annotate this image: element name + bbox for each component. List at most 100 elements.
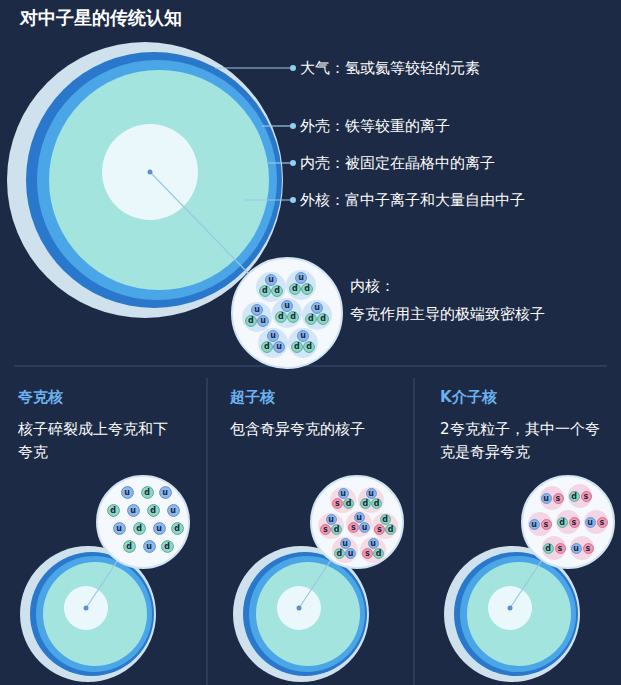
divider-line <box>414 378 415 685</box>
inner-crust-layer <box>36 556 152 672</box>
quark-letter: s <box>555 543 566 554</box>
quark-ball: d <box>343 498 354 509</box>
leader-line <box>510 560 542 608</box>
quark-circle <box>557 517 567 527</box>
quark-ball: d <box>133 522 146 535</box>
quark-letter: d <box>343 498 354 509</box>
quark-circle <box>553 493 563 503</box>
quark-circle <box>541 519 551 529</box>
inner-core-layer <box>102 124 198 220</box>
leader-dot <box>508 606 513 611</box>
quark-circle <box>354 513 364 523</box>
quark-circle <box>298 331 309 342</box>
quark-circle <box>571 543 581 553</box>
quark-letter: s <box>332 498 343 509</box>
quark-ball: s <box>581 491 592 502</box>
quark-ball: d <box>371 498 382 509</box>
quark-ball: s <box>569 517 580 528</box>
quark-ball: u <box>359 522 370 533</box>
quark-letter: d <box>271 285 283 297</box>
quark-circle <box>276 311 287 322</box>
quark-circle <box>113 522 125 534</box>
quark-circle <box>380 515 390 525</box>
quark-circle <box>320 524 330 534</box>
quark-letter: u <box>121 486 134 499</box>
quark-ball: u <box>159 486 172 499</box>
quark-circle <box>153 522 165 534</box>
outer-core-layer <box>256 562 360 666</box>
leader-line <box>245 199 293 200</box>
particle-halo <box>256 272 286 302</box>
quark-ball: d <box>261 341 273 353</box>
quark-letter: d <box>385 524 396 535</box>
quark-letter: d <box>259 285 271 297</box>
quark-circle <box>266 275 277 286</box>
quark-letter: d <box>373 548 384 559</box>
particle-halo <box>288 328 318 358</box>
quark-ball: u <box>585 517 596 528</box>
particle-halo <box>242 302 272 332</box>
quark-circle <box>123 540 135 552</box>
quark-ball: d <box>271 285 283 297</box>
quark-letter: u <box>311 302 323 314</box>
particle-halo <box>330 487 356 513</box>
quark-circle <box>274 341 285 352</box>
outer-core-layer <box>467 562 571 666</box>
particle-halo <box>346 511 372 537</box>
quark-ball: u <box>297 330 309 342</box>
quark-ball: u <box>267 330 279 342</box>
diagram-title: 对中子星的传统认知 <box>20 6 182 30</box>
quark-circle <box>374 548 384 558</box>
quark-circle <box>143 540 155 552</box>
leader-line <box>150 172 249 274</box>
quark-ball: s <box>597 517 608 528</box>
quark-ball: u <box>541 493 552 504</box>
leader-dot <box>84 606 89 611</box>
quark-ball: u <box>127 504 140 517</box>
quark-ball: u <box>257 315 269 327</box>
quark-letter: u <box>585 517 596 528</box>
quark-circle <box>171 522 183 534</box>
particle-halo <box>528 512 552 536</box>
quark-letter: u <box>338 488 349 499</box>
quark-letter: s <box>583 543 594 554</box>
quark-ball: d <box>305 313 317 325</box>
particle-halo <box>258 328 288 358</box>
quark-circle <box>302 283 313 294</box>
quark-letter: d <box>303 341 315 353</box>
outer-crust-layer <box>454 552 578 676</box>
quark-circle <box>372 498 382 508</box>
quark-circle <box>318 313 329 324</box>
quark-ball: u <box>121 486 134 499</box>
quark-letter: d <box>275 311 287 323</box>
quark-circle <box>141 486 153 498</box>
quark-ball: u <box>529 519 540 530</box>
quark-letter: d <box>107 504 120 517</box>
quark-circle <box>597 517 607 527</box>
quark-ball: u <box>354 512 365 523</box>
quark-ball: u <box>251 304 263 316</box>
quark-circle <box>360 522 370 532</box>
leader-dots <box>148 65 297 203</box>
quark-letter: s <box>581 491 592 502</box>
leader-lines <box>150 68 293 274</box>
quark-letter: d <box>291 341 303 353</box>
quark-letter: u <box>295 272 307 284</box>
quark-circle <box>344 498 354 508</box>
quark-ball: d <box>543 543 554 554</box>
quark-circle <box>306 313 317 324</box>
quark-ball: d <box>171 522 184 535</box>
magnifier-circle <box>311 476 403 568</box>
inner-core-layer <box>64 586 108 630</box>
quark-ball: d <box>557 517 568 528</box>
atmosphere-layer <box>7 42 283 318</box>
particle-halo <box>584 510 608 534</box>
quark-circle <box>585 517 595 527</box>
quark-letter: u <box>273 341 285 353</box>
leader-dot <box>290 160 296 166</box>
quark-letter: d <box>161 540 174 553</box>
quark-letter: s <box>320 524 331 535</box>
quark-letter: d <box>123 540 136 553</box>
quark-ball: u <box>295 272 307 284</box>
leader-dot <box>148 170 153 175</box>
